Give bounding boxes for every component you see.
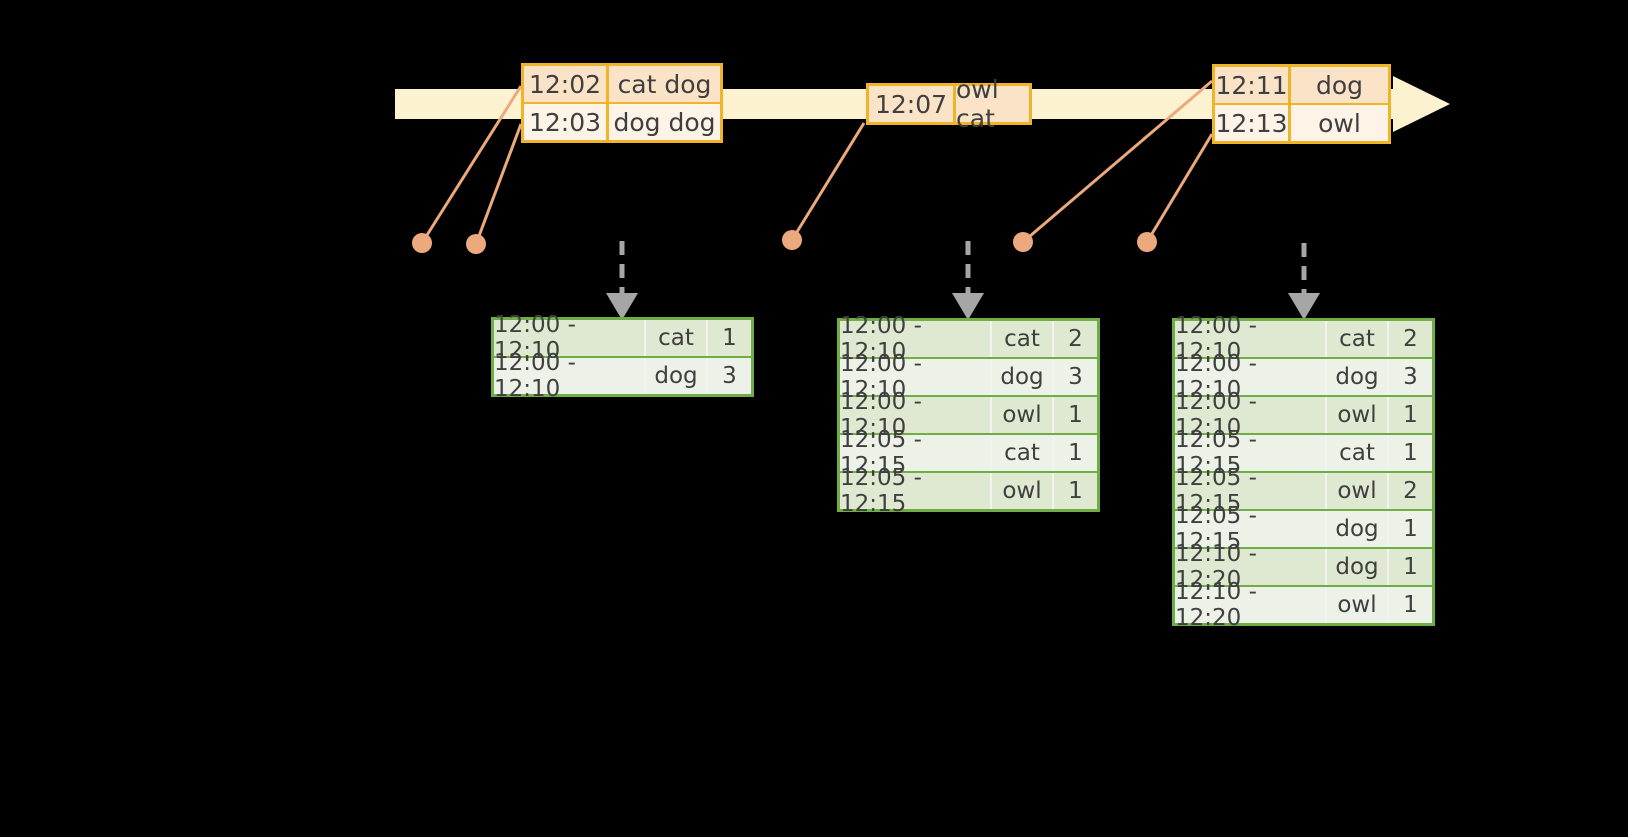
table-cell: owl (1291, 105, 1388, 141)
table-cell: 12:05 - 12:15 (840, 427, 990, 479)
event-dot (466, 234, 486, 254)
table-cell: 3 (1387, 359, 1432, 395)
table-cell: 1 (706, 320, 751, 356)
table-cell: 2 (1052, 321, 1097, 357)
table-cell: 12:02 (524, 66, 606, 102)
event-dot (782, 230, 802, 250)
table-cell: owl (1325, 397, 1387, 433)
table-cell: dog (1291, 67, 1388, 103)
table-cell: 1 (1052, 435, 1097, 471)
event-connector-line (1145, 133, 1214, 243)
table-cell: 2 (1387, 321, 1432, 357)
table-cell: owl (990, 397, 1052, 433)
table-cell: 12:00 - 12:10 (1175, 351, 1325, 403)
table-cell: 2 (1387, 473, 1432, 509)
table-cell: owl (1325, 473, 1387, 509)
table-cell: owl (990, 473, 1052, 509)
table-cell: 1 (1387, 587, 1432, 623)
table-cell: cat (644, 320, 706, 356)
table-cell: dog (644, 358, 706, 394)
event-connector-line (420, 85, 523, 244)
table-cell: 12:07 (869, 86, 953, 122)
table-cell: 12:13 (1215, 105, 1288, 141)
event-connector-line (790, 122, 866, 241)
table-cell: 12:00 - 12:10 (494, 350, 644, 402)
table-cell: 12:10 - 12:20 (1175, 579, 1325, 631)
table-cell: cat (1325, 321, 1387, 357)
event-dot (1137, 232, 1157, 252)
timeline-arrowhead-icon (1393, 76, 1450, 132)
table-cell: 12:00 - 12:10 (494, 312, 644, 364)
table-cell: 1 (1387, 549, 1432, 585)
table-cell: 12:05 - 12:15 (840, 465, 990, 517)
table-cell: owl (1325, 587, 1387, 623)
table-cell: 1 (1052, 397, 1097, 433)
trigger-arrowhead-icon (952, 293, 984, 320)
table-cell: 1 (1387, 511, 1432, 547)
table-cell: 1 (1052, 473, 1097, 509)
table-cell: 1 (1387, 397, 1432, 433)
table-cell: 12:00 - 12:10 (840, 313, 990, 365)
table-cell: 12:05 - 12:15 (1175, 427, 1325, 479)
table-cell: cat (1325, 435, 1387, 471)
table-cell: 12:10 - 12:20 (1175, 541, 1325, 593)
table-cell: dog (1325, 549, 1387, 585)
table-cell: dog dog (609, 104, 720, 140)
event-dot (1013, 232, 1033, 252)
table-cell: dog (1325, 511, 1387, 547)
table-cell: cat (990, 435, 1052, 471)
trigger-arrowhead-icon (606, 293, 638, 320)
table-cell: cat dog (609, 66, 720, 102)
table-cell: 3 (1052, 359, 1097, 395)
table-cell: dog (990, 359, 1052, 395)
table-cell: 12:03 (524, 104, 606, 140)
table-cell: owl cat (956, 75, 1029, 133)
trigger-arrowhead-icon (1288, 293, 1320, 320)
table-cell: 3 (706, 358, 751, 394)
event-connector-line (1022, 79, 1213, 244)
table-cell: cat (990, 321, 1052, 357)
table-cell: 12:11 (1215, 67, 1288, 103)
table-cell: dog (1325, 359, 1387, 395)
event-connector-line (474, 123, 523, 245)
event-dot (412, 233, 432, 253)
table-cell: 1 (1387, 435, 1432, 471)
